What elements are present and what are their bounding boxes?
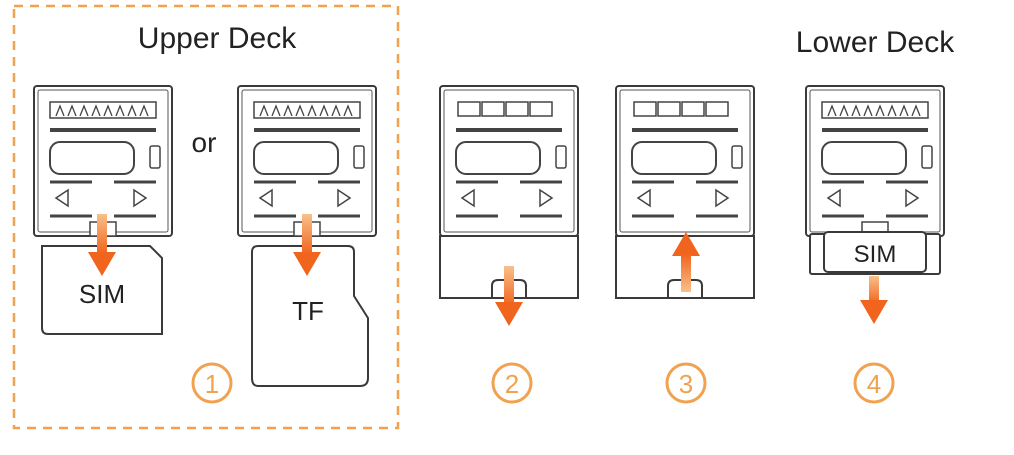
lower-slot-step-4 xyxy=(804,84,946,275)
step-1-number: 1 xyxy=(205,369,219,399)
or-text: or xyxy=(192,127,217,158)
step-3-number: 3 xyxy=(679,369,693,399)
upper-tf-slot xyxy=(236,84,378,238)
arrow-down-tf xyxy=(293,214,321,276)
step-4-badge: 4 xyxy=(853,362,895,404)
step-2-number: 2 xyxy=(505,369,519,399)
step-1-badge: 1 xyxy=(191,362,233,404)
arrow-down-sim xyxy=(88,214,116,276)
lower-deck-title: Lower Deck xyxy=(796,26,955,59)
step-3-badge: 3 xyxy=(665,362,707,404)
step-4-number: 4 xyxy=(867,369,881,399)
step-2-badge: 2 xyxy=(491,362,533,404)
sim-card-label: SIM xyxy=(79,279,125,309)
arrow-down-step-2 xyxy=(495,266,523,326)
tf-card-outline xyxy=(251,245,369,387)
upper-deck-box xyxy=(12,4,400,430)
arrow-up-step-3 xyxy=(672,232,700,292)
sim-card-outline xyxy=(41,245,163,335)
upper-deck-title: Upper Deck xyxy=(138,22,297,55)
arrow-down-step-4 xyxy=(860,276,888,324)
sim-tray-label: SIM xyxy=(854,241,897,268)
tf-card-label: TF xyxy=(292,296,324,326)
upper-sim-slot xyxy=(32,84,174,238)
